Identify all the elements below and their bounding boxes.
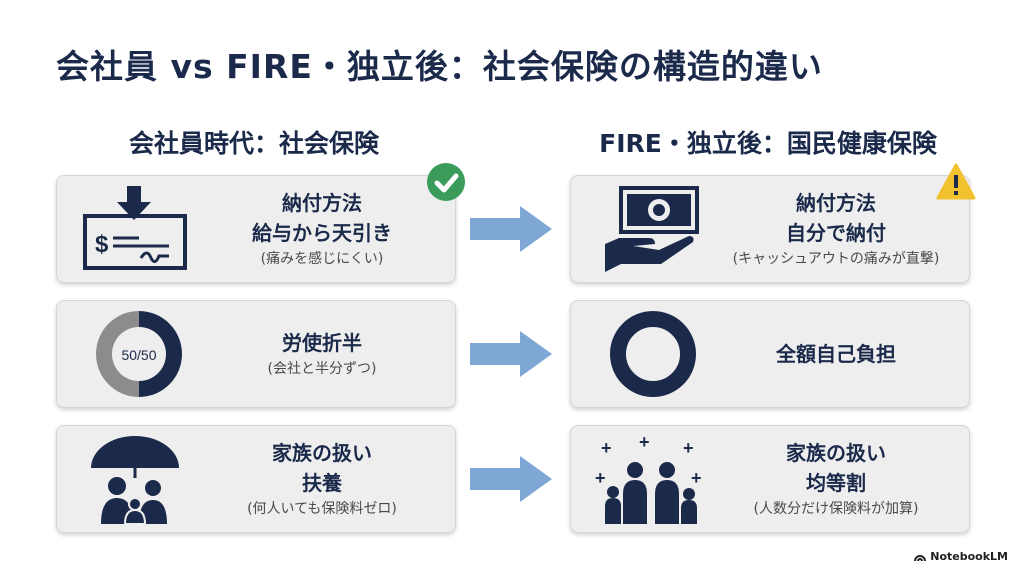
arrow-right-icon <box>470 456 552 502</box>
left-payment-label: 納付方法 <box>282 191 362 215</box>
right-family-label: 家族の扱い <box>786 441 886 465</box>
notebooklm-logo-icon <box>914 554 927 561</box>
card-left-split: 50/50 労使折半 (会社と半分ずつ) <box>56 300 456 408</box>
full-ring-icon <box>610 311 696 397</box>
right-family-method: 均等割 <box>806 471 866 495</box>
hand-holding-money-icon <box>605 186 699 272</box>
family-plus-icon: + + + + + <box>595 434 702 524</box>
svg-text:+: + <box>595 468 606 488</box>
card-left-payment: $ 納付方法 給与から天引き (痛みを感じにくい) <box>56 175 456 283</box>
check-circle-icon <box>427 163 465 201</box>
right-split-label: 全額自己負担 <box>776 342 896 366</box>
right-payment-method: 自分で納付 <box>786 221 886 245</box>
family-umbrella-icon <box>91 436 179 524</box>
svg-text:+: + <box>683 438 694 458</box>
donut-label: 50/50 <box>121 347 156 363</box>
arrow-right-icon <box>470 331 552 377</box>
svg-text:$: $ <box>95 231 109 258</box>
card-left-family: 家族の扱い 扶養 (何人いても保険料ゼロ) <box>56 425 456 533</box>
paycheck-deduction-icon: $ <box>83 186 187 270</box>
left-split-label: 労使折半 <box>282 331 362 355</box>
right-payment-label: 納付方法 <box>796 191 876 215</box>
donut-50-50-icon: 50/50 <box>96 311 182 397</box>
svg-text:+: + <box>601 438 612 458</box>
left-payment-note: (痛みを感じにくい) <box>260 251 384 267</box>
svg-text:+: + <box>691 468 702 488</box>
arrow-right-icon <box>470 206 552 252</box>
card-right-split: 全額自己負担 <box>570 300 970 408</box>
brand-label: NotebookLM <box>930 550 1008 563</box>
left-split-note: (会社と半分ずつ) <box>267 361 377 377</box>
right-column-header: FIRE・独立後：国民健康保険 <box>599 129 937 158</box>
card-right-payment: 納付方法 自分で納付 (キャッシュアウトの痛みが直撃) <box>570 175 970 283</box>
left-payment-method: 給与から天引き <box>252 221 392 245</box>
card-right-family: + + + + + 家族の扱い 均等割 (人数分だけ保険料が加算) <box>570 425 970 533</box>
left-family-label: 家族の扱い <box>272 441 372 465</box>
warning-triangle-icon <box>936 163 976 200</box>
right-family-note: (人数分だけ保険料が加算) <box>753 501 919 517</box>
brand-watermark: NotebookLM <box>914 550 1008 563</box>
left-column-header: 会社員時代：社会保険 <box>128 129 379 158</box>
left-family-note: (何人いても保険料ゼロ) <box>247 501 397 517</box>
svg-text:+: + <box>639 434 650 452</box>
page-title: 会社員 vs FIRE・独立後：社会保険の構造的違い <box>56 47 823 86</box>
left-family-method: 扶養 <box>302 471 342 495</box>
right-payment-note: (キャッシュアウトの痛みが直撃) <box>732 251 940 267</box>
